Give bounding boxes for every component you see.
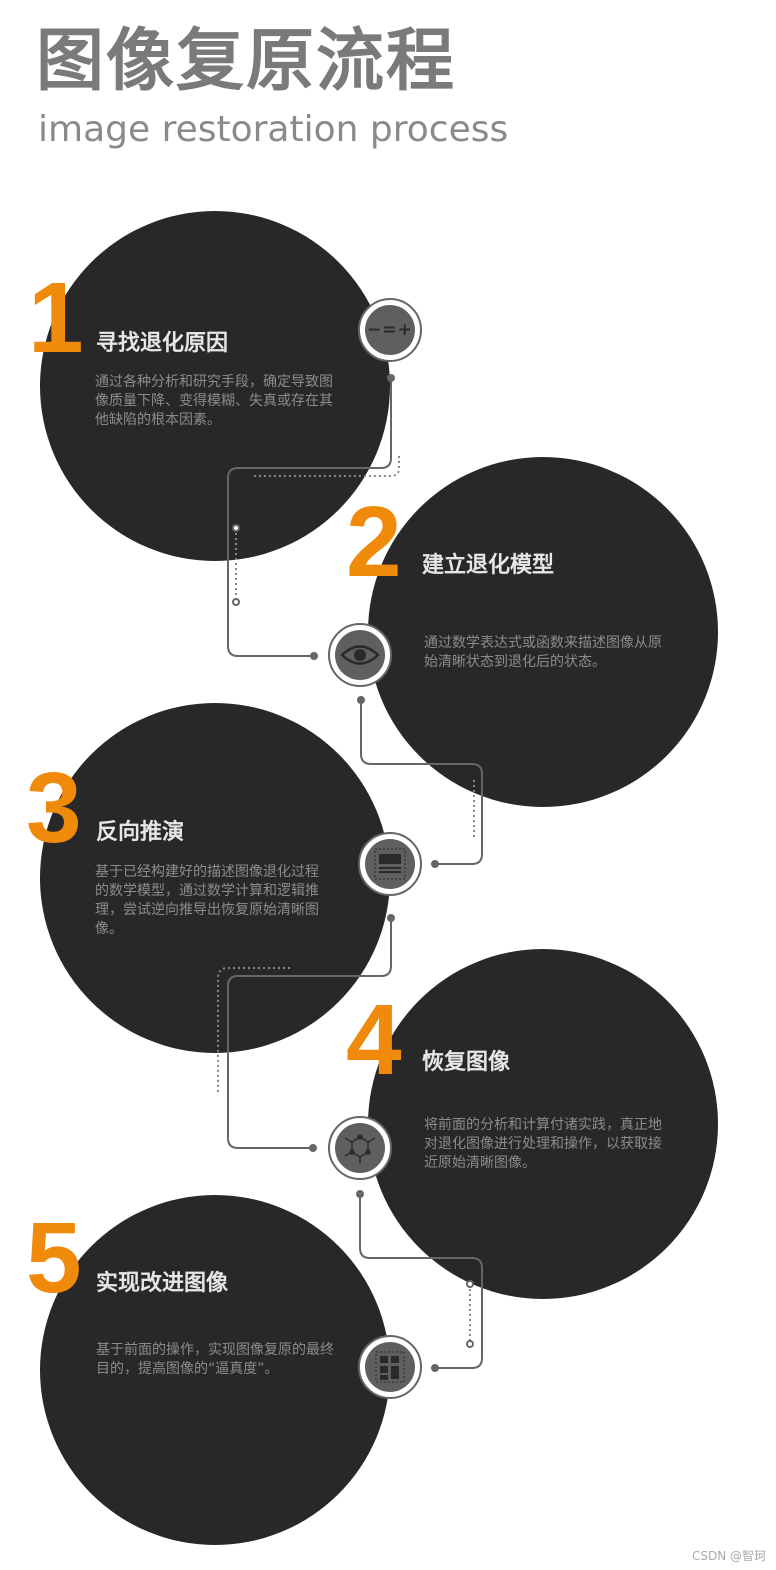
step-3-title: 反向推演 [96, 820, 185, 845]
page-subtitle: image restoration process [38, 109, 509, 150]
step-3-number: 3 [26, 752, 82, 864]
step-3-desc: 基于已经构建好的描述图像退化过程的数学模型，通过数学计算和逻辑推理，尝试逆向推导… [95, 864, 319, 937]
step-1-title: 寻找退化原因 [96, 331, 229, 356]
molecule-icon [335, 1123, 385, 1173]
step-4-circle [368, 949, 718, 1299]
step-2-number: 2 [346, 486, 402, 598]
step-1-desc: 通过各种分析和研究手段，确定导致图像质量下降、变得模糊、失真或存在其他缺陷的根本… [95, 374, 333, 428]
step-2-title: 建立退化模型 [422, 553, 555, 578]
step-4-desc: 将前面的分析和计算付诸实践，真正地对退化图像进行处理和操作，以获取接近原始清晰图… [424, 1117, 662, 1171]
step-5-icon-badge [358, 1335, 422, 1399]
step-5-desc: 基于前面的操作，实现图像复原的最终目的，提高图像的“逼真度”。 [96, 1342, 334, 1377]
grid-icon [365, 1342, 415, 1392]
step-3-icon-badge [358, 832, 422, 896]
step-2-circle [368, 457, 718, 807]
step-2-icon-badge [328, 623, 392, 687]
step-1-number: 1 [28, 262, 84, 374]
step-1-circle [40, 211, 390, 561]
step-4-icon-badge [328, 1116, 392, 1180]
step-2-desc: 通过数学表达式或函数来描述图像从原始清晰状态到退化后的状态。 [424, 635, 662, 670]
step-1-icon-badge: −=+ [358, 298, 422, 362]
eye-icon [335, 630, 385, 680]
watermark: CSDN @智珂 [691, 1549, 766, 1563]
step-5-number: 5 [26, 1202, 82, 1314]
step-3-circle [40, 703, 390, 1053]
document-icon [365, 839, 415, 889]
page-title: 图像复原流程 [36, 22, 457, 101]
step-4-number: 4 [346, 984, 402, 1096]
step-4-title: 恢复图像 [422, 1050, 511, 1075]
step-5-title: 实现改进图像 [96, 1271, 229, 1296]
step-5-circle [40, 1195, 390, 1545]
minus-equals-plus-icon: −=+ [365, 305, 415, 355]
